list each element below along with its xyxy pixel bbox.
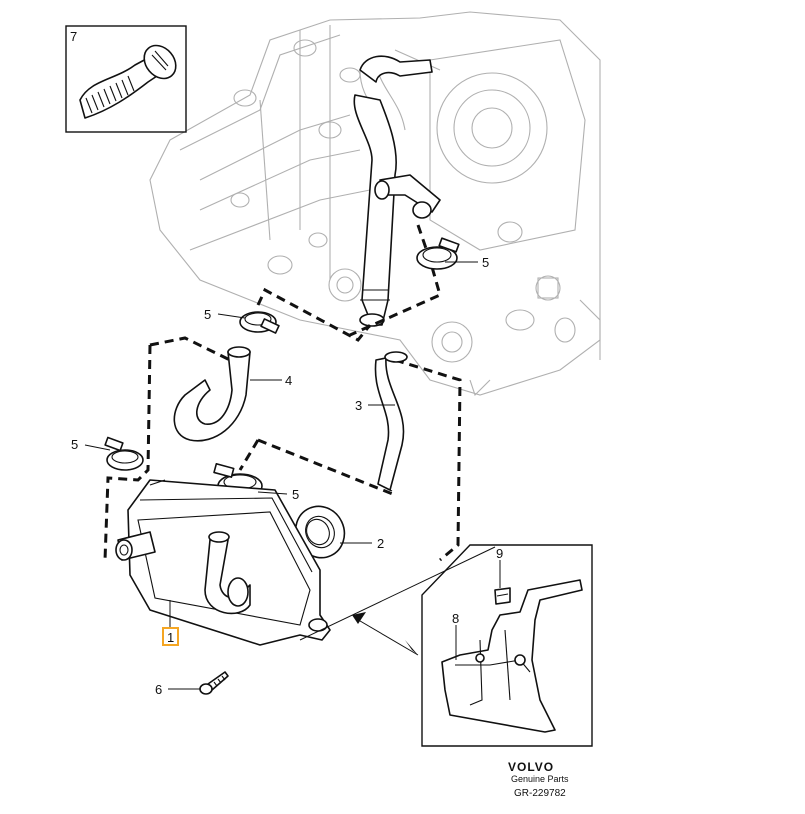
- brand-logo-text: VOLVO: [508, 760, 554, 774]
- callout-5-lower[interactable]: 5: [292, 487, 299, 502]
- callout-2[interactable]: 2: [377, 536, 384, 551]
- seal-ring-part-2: [294, 505, 346, 559]
- inset-box-parts-8-9: [421, 544, 593, 747]
- callout-9[interactable]: 9: [496, 546, 503, 561]
- callout-6[interactable]: 6: [155, 682, 162, 697]
- connection-dashes: [103, 224, 462, 562]
- inset-pointer-arrow: [299, 546, 496, 656]
- inset-box-part-7: [65, 25, 187, 133]
- oil-cooler-part-1: [115, 479, 331, 646]
- callout-7[interactable]: 7: [70, 29, 77, 44]
- hose-part-4: [173, 346, 251, 442]
- callout-8[interactable]: 8: [452, 611, 459, 626]
- clamp-part-5-top: [416, 237, 460, 270]
- clamp-part-5-mid: [239, 311, 280, 334]
- diagram-reference: GR-229782: [514, 788, 566, 799]
- leader-lines: [84, 261, 501, 690]
- hose-part-3: [374, 351, 408, 492]
- brand-subtitle: Genuine Parts: [511, 774, 569, 784]
- bolt-part-6: [199, 671, 229, 695]
- highlight-box-part-1: [162, 627, 179, 646]
- clamp-part-5-left: [104, 436, 144, 471]
- callout-5-mid[interactable]: 5: [204, 307, 211, 322]
- engine-block-outline: [149, 11, 601, 397]
- callout-5-top[interactable]: 5: [482, 255, 489, 270]
- coolant-pipe: [353, 55, 441, 327]
- callout-3[interactable]: 3: [355, 398, 362, 413]
- callout-1[interactable]: 1: [167, 630, 174, 645]
- callout-4[interactable]: 4: [285, 373, 292, 388]
- callout-5-left[interactable]: 5: [71, 437, 78, 452]
